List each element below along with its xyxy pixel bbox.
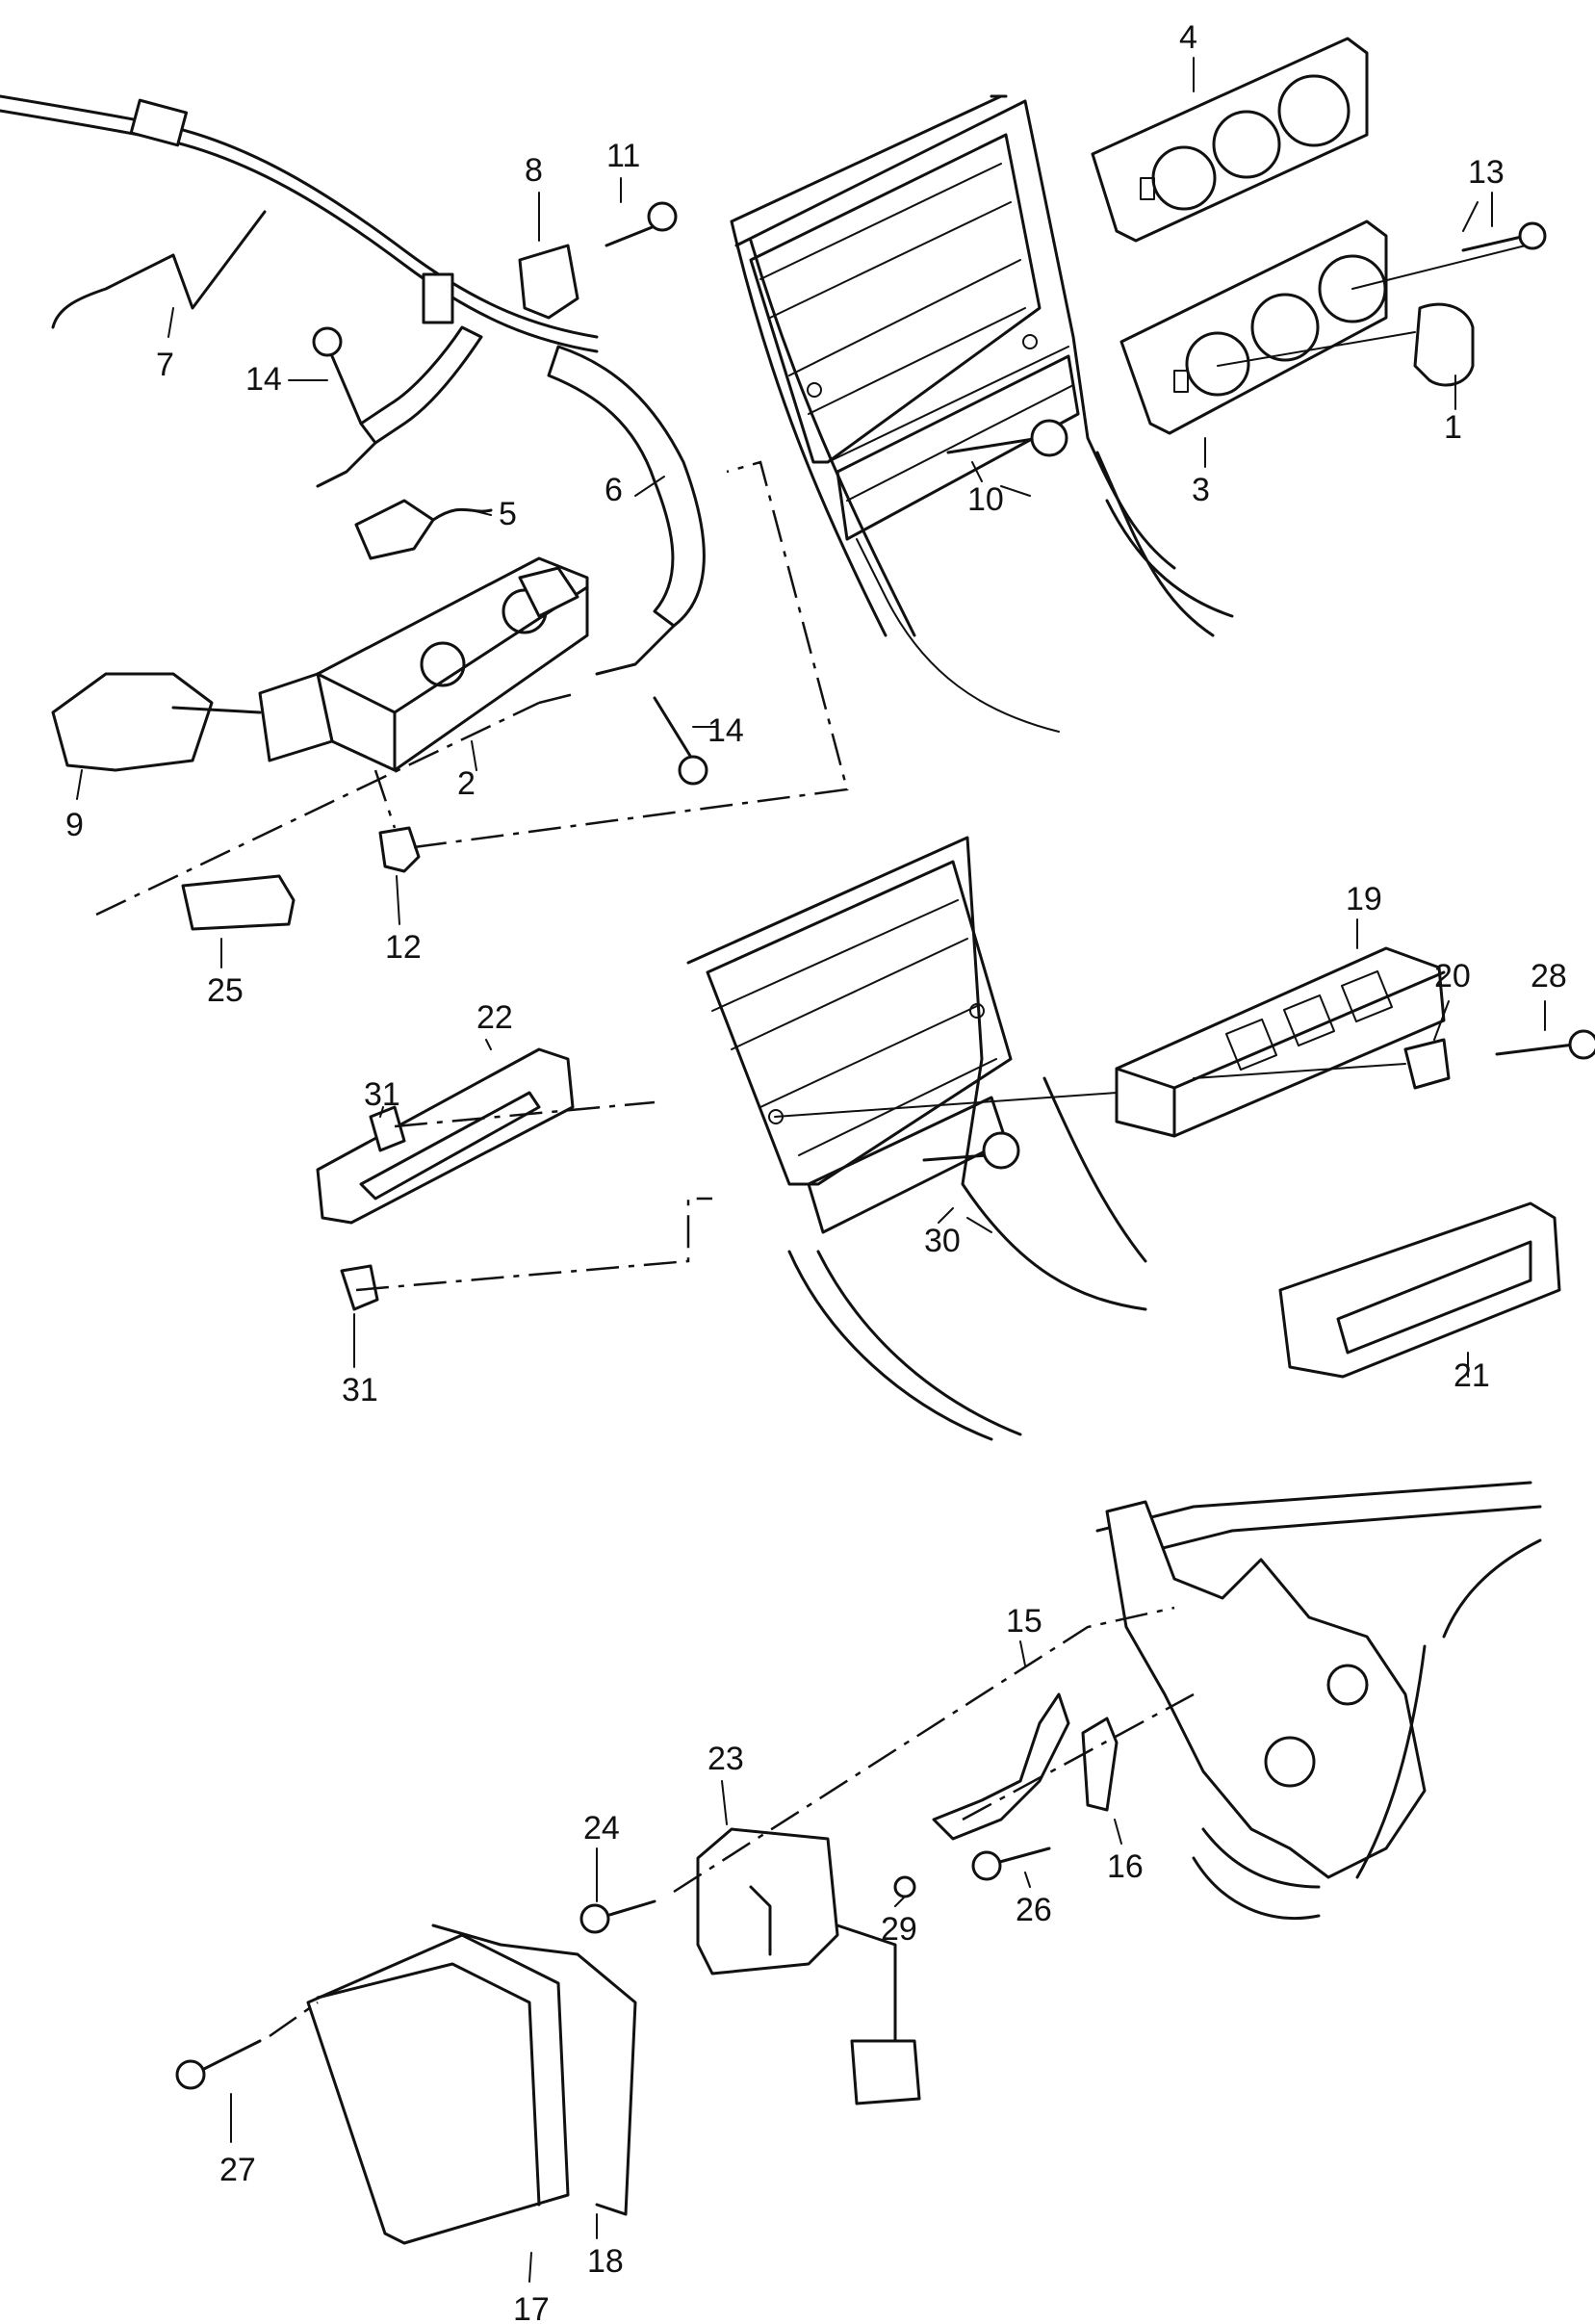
label-17: 17 (513, 2291, 550, 2324)
label-23: 23 (707, 1741, 744, 1777)
screw-part-10 (946, 419, 1068, 457)
label-3: 3 (1192, 472, 1210, 508)
clip-part-12 (378, 826, 421, 873)
label-26: 26 (1016, 1892, 1052, 1928)
control-module-part-17 (306, 1933, 570, 2245)
control-unit-part-19 (1115, 946, 1446, 1138)
label-18: 18 (587, 2243, 624, 2280)
switch-part-9 (51, 672, 262, 772)
label-11: 11 (606, 138, 640, 174)
bracket-part-22 (316, 1047, 575, 1225)
label-10: 10 (967, 481, 1004, 518)
dashboard-frame (1095, 1481, 1542, 1920)
screw-part-11 (605, 201, 678, 247)
label-8: 8 (525, 152, 543, 189)
control-head-part-2 (258, 556, 589, 772)
label-14a: 14 (245, 361, 282, 398)
bowden-part-7 (51, 210, 267, 329)
label-4: 4 (1179, 19, 1197, 56)
screw-part-24 (579, 1899, 656, 1934)
part-labels: 1 2 3 4 5 6 7 8 9 10 11 12 13 14 14 15 1… (65, 19, 1567, 2324)
label-13: 13 (1468, 154, 1505, 191)
label-20: 20 (1434, 958, 1471, 994)
label-24: 24 (583, 1810, 620, 1846)
label-30: 30 (924, 1223, 961, 1259)
label-27: 27 (219, 2152, 256, 2188)
screw-part-13 (1461, 221, 1547, 252)
vent-panel-part-4 (1091, 37, 1369, 243)
clip-part-20 (1403, 1038, 1451, 1090)
label-15: 15 (1006, 1603, 1042, 1640)
console-middle (686, 836, 1147, 1441)
clip-part-8 (518, 244, 579, 320)
label-22: 22 (476, 999, 513, 1036)
bolt-part-28 (1495, 1029, 1595, 1060)
label-29: 29 (881, 1911, 917, 1948)
washer-part-29 (893, 1875, 916, 1898)
label-31b: 31 (342, 1372, 378, 1408)
clip-part-31a (369, 1105, 406, 1152)
console-top (730, 94, 1234, 733)
label-21: 21 (1454, 1357, 1490, 1394)
screw-part-27 (175, 2039, 262, 2090)
label-31a: 31 (364, 1076, 400, 1113)
relay-part-25 (181, 874, 296, 931)
trim-part-21 (1278, 1201, 1561, 1379)
label-9: 9 (65, 807, 84, 843)
label-19: 19 (1346, 881, 1382, 917)
bracket-part-15 (932, 1692, 1070, 1841)
cover-part-18 (431, 1924, 637, 2216)
label-12: 12 (385, 929, 422, 966)
label-25: 25 (207, 972, 244, 1009)
label-16: 16 (1107, 1848, 1144, 1885)
cable-assembly (0, 94, 706, 676)
label-14b: 14 (707, 712, 744, 749)
label-leaders (76, 57, 1546, 2283)
knob-part-5 (354, 499, 435, 560)
screw-part-14b (653, 696, 708, 786)
servo-motor-part-23 (696, 1827, 921, 2105)
knob-part-1 (1413, 302, 1475, 387)
vent-panel-part-3 (1119, 219, 1388, 435)
screw-part-30 (922, 1131, 1020, 1170)
label-28: 28 (1531, 958, 1567, 994)
clip-part-31b (340, 1264, 379, 1311)
label-7: 7 (156, 347, 174, 383)
screw-part-14a (312, 326, 363, 426)
label-1: 1 (1444, 409, 1462, 446)
label-6: 6 (605, 472, 623, 508)
bracket-part-16 (1081, 1717, 1119, 1812)
screw-part-26 (971, 1846, 1051, 1881)
label-2: 2 (457, 765, 476, 802)
label-5: 5 (499, 496, 517, 532)
